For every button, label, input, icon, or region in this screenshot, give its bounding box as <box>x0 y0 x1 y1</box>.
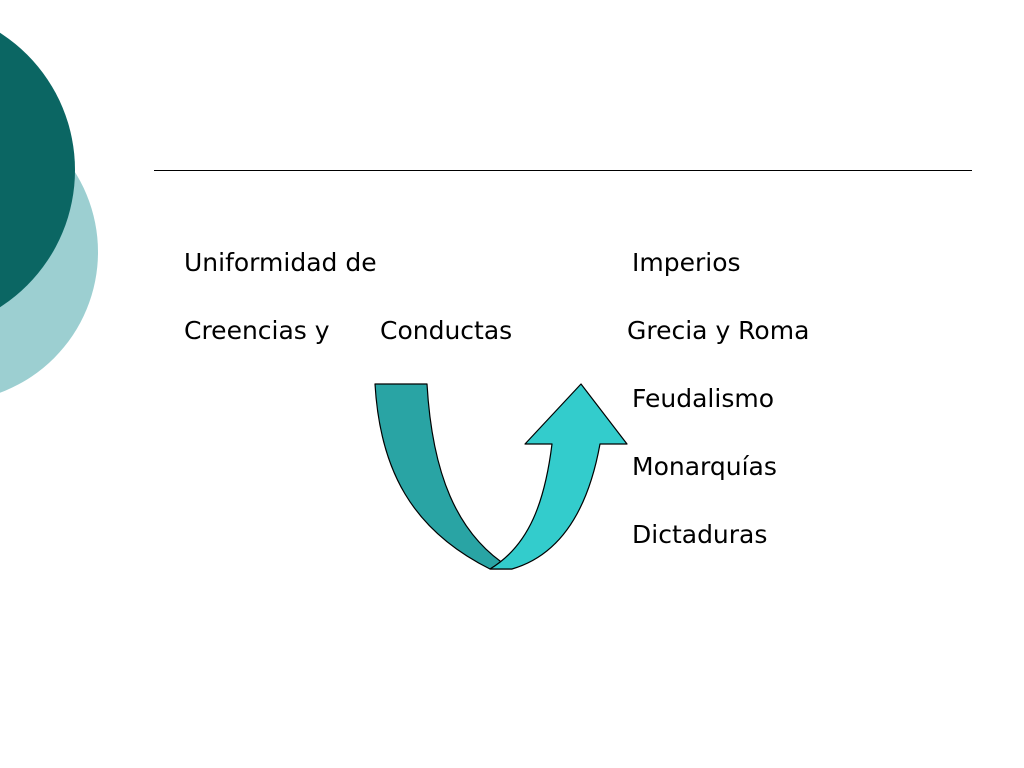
label-creencias-y: Creencias y <box>184 316 330 345</box>
arrow-descending-band <box>374 383 513 570</box>
list-item-feudalismo: Feudalismo <box>632 384 774 413</box>
list-item-imperios: Imperios <box>632 248 741 277</box>
decorative-circles <box>0 32 98 393</box>
dark-teal-circle <box>0 32 75 308</box>
title-divider-line <box>154 170 972 171</box>
list-item-dictaduras: Dictaduras <box>632 520 768 549</box>
list-item-grecia-y-roma: Grecia y Roma <box>627 316 810 345</box>
label-uniformidad-de: Uniformidad de <box>184 248 377 277</box>
arrow-ascending-band <box>489 383 628 570</box>
label-conductas: Conductas <box>380 316 513 345</box>
list-item-monarquias: Monarquías <box>632 452 777 481</box>
